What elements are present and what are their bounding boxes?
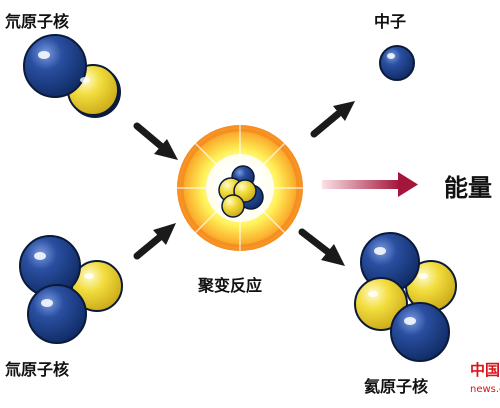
watermark-site: news.c: [470, 384, 500, 395]
tritium-nucleus: [19, 235, 123, 344]
tritium-label: 氚原子核: [5, 360, 70, 379]
helium-label: 氦原子核: [364, 377, 429, 396]
input-arrow-top: [133, 122, 178, 160]
fusion-reaction-label: 聚变反应: [198, 276, 263, 295]
deuterium-nucleus: [23, 34, 121, 118]
neutron-arrow: [310, 101, 355, 138]
helium-arrow: [298, 228, 345, 266]
energy-label: 能量: [444, 174, 492, 202]
neutron-particle: [379, 45, 415, 81]
input-arrow-bottom: [133, 223, 176, 260]
deuterium-label: 氘原子核: [5, 12, 70, 31]
merging-nucleons: [218, 165, 264, 218]
helium-nucleus: [354, 232, 457, 362]
neutron-label: 中子: [374, 12, 407, 31]
energy-arrow: [322, 172, 418, 197]
watermark-logo: 中国: [470, 361, 500, 379]
